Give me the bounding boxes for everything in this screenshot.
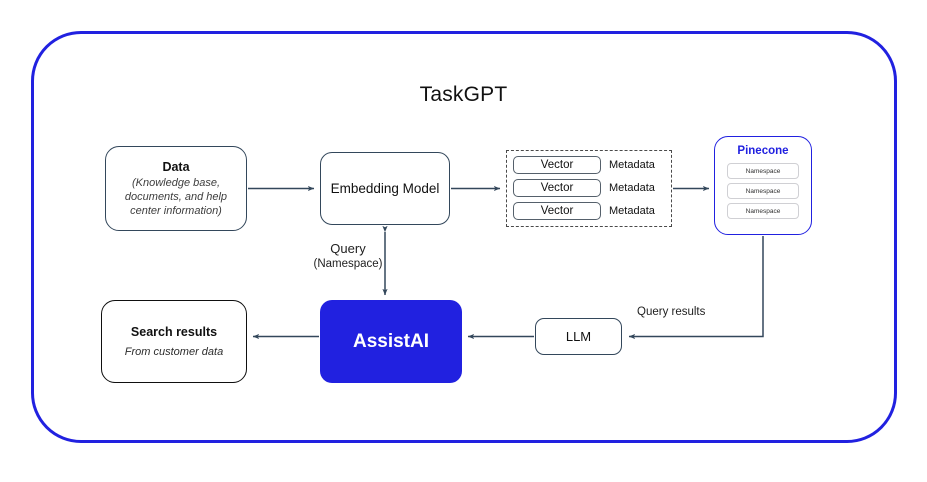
node-search-results-subtitle: From customer data [124, 346, 224, 358]
metadata-label: Metadata [609, 204, 655, 217]
edge-label-query: Query [330, 241, 366, 256]
vector-metadata-group: Vector Metadata Vector Metadata Vector M… [506, 150, 672, 227]
vector-chip: Vector [513, 178, 601, 197]
metadata-label: Metadata [609, 158, 655, 171]
node-pinecone-title: Pinecone [737, 145, 789, 157]
node-assistai-title: AssistAI [352, 330, 430, 352]
node-pinecone[interactable]: Pinecone Namespace Namespace Namespace [714, 136, 812, 235]
namespace-chip: Namespace [727, 163, 799, 179]
vector-row: Vector Metadata [507, 155, 673, 174]
node-embedding-model[interactable]: Embedding Model [320, 152, 450, 225]
namespace-chip: Namespace [727, 203, 799, 219]
node-embedding-model-title: Embedding Model [330, 180, 440, 196]
node-data-title: Data [162, 159, 190, 174]
edge-label-query-namespace: (Namespace) [313, 258, 383, 270]
vector-row: Vector Metadata [507, 178, 673, 197]
page-title: TaskGPT [419, 83, 508, 106]
node-data-subtitle: (Knowledge base, documents, and help cen… [124, 176, 228, 217]
metadata-label: Metadata [609, 181, 655, 194]
node-data[interactable]: Data (Knowledge base, documents, and hel… [105, 146, 247, 231]
node-search-results[interactable]: Search results From customer data [101, 300, 247, 383]
namespace-chip: Namespace [727, 183, 799, 199]
node-llm-title: LLM [565, 329, 592, 344]
node-llm[interactable]: LLM [535, 318, 622, 355]
outer-frame [31, 31, 897, 443]
vector-chip: Vector [513, 201, 601, 220]
edge-label-query-results: Query results [637, 306, 706, 318]
node-search-results-title: Search results [130, 325, 218, 339]
node-assistai[interactable]: AssistAI [320, 300, 462, 383]
vector-chip: Vector [513, 155, 601, 174]
vector-row: Vector Metadata [507, 201, 673, 220]
